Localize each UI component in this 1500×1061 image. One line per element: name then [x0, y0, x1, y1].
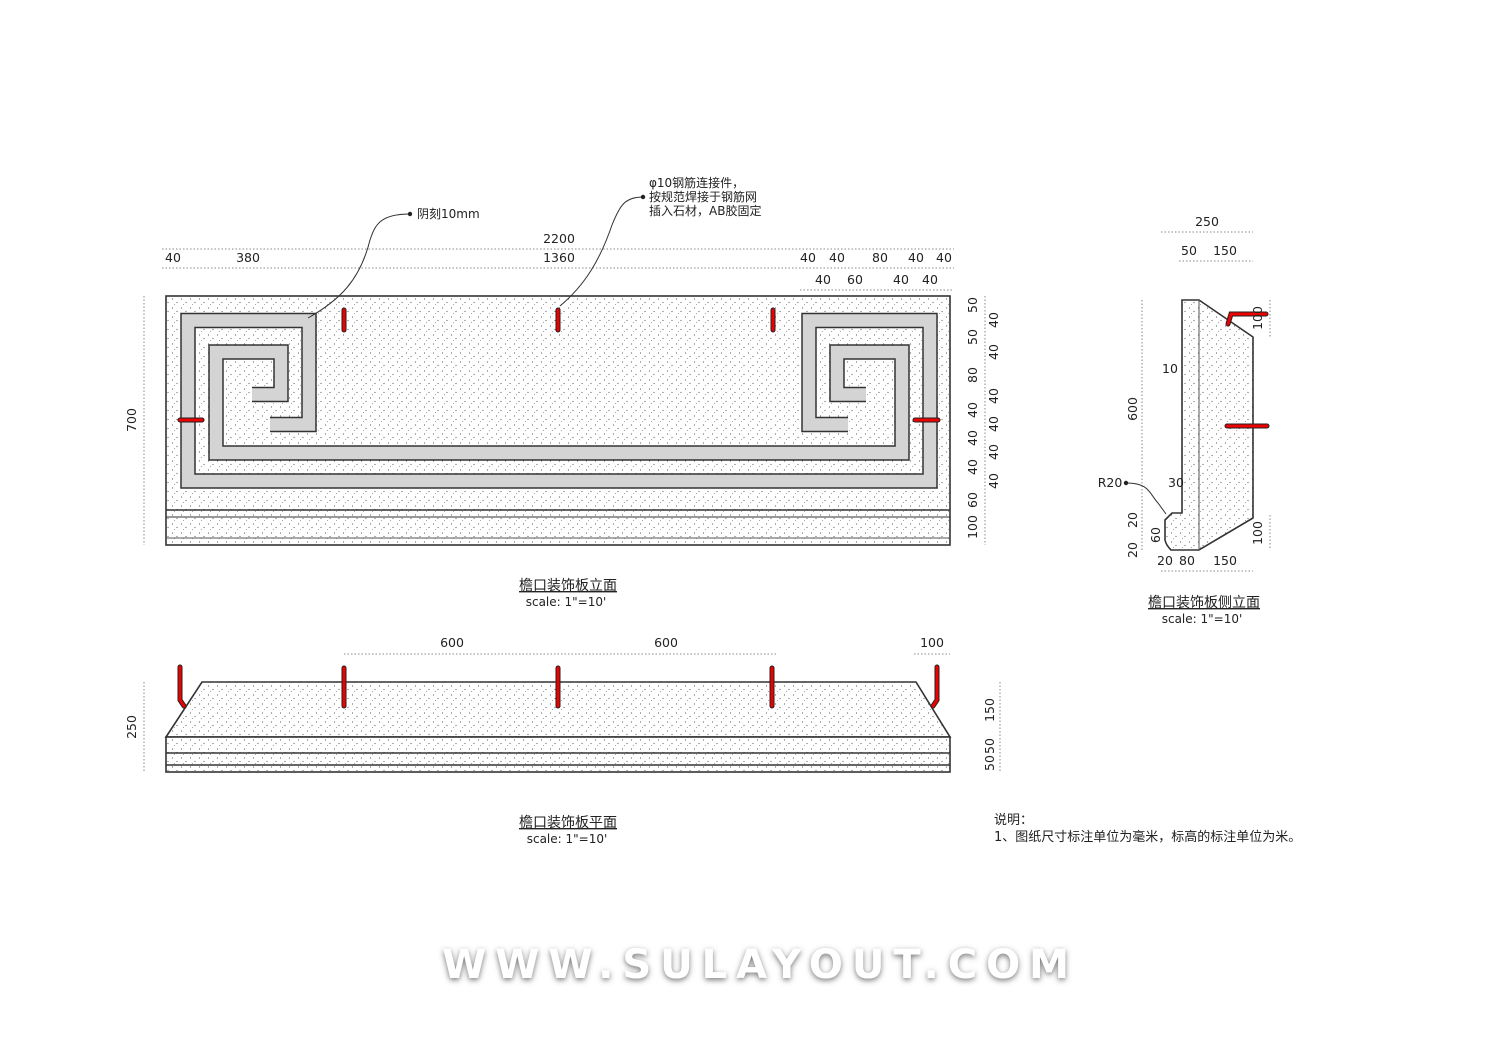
dim: 60 — [1148, 527, 1163, 543]
dim-spacing: 600 — [440, 635, 464, 650]
dim: 40 — [965, 402, 980, 418]
watermark: WWW.SULAYOUT.COM — [442, 942, 1078, 988]
dim-depth: 250 — [124, 715, 139, 739]
dim: 150 — [1213, 243, 1237, 258]
dim-r2: 40 — [922, 272, 938, 287]
dim: 50 — [982, 738, 997, 754]
dim: 100 — [965, 515, 980, 539]
side-scale: scale: 1"=10' — [1162, 612, 1243, 626]
plan-view: 600 600 100 250 150 50 50 檐口装饰板平面 scale:… — [124, 635, 1001, 846]
dim: 10 — [1162, 361, 1178, 376]
note-item: 1、图纸尺寸标注单位为毫米，标高的标注单位为米。 — [994, 829, 1301, 845]
dim: 50 — [982, 755, 997, 771]
dim-end: 100 — [920, 635, 944, 650]
dim: 40 — [965, 430, 980, 446]
dim: 50 — [965, 297, 980, 313]
dim: 50 — [1181, 243, 1197, 258]
dim: 40 — [986, 473, 1001, 489]
dim-side-total: 250 — [1195, 214, 1219, 229]
side-title: 檐口装饰板侧立面 — [1148, 595, 1260, 611]
engrave-callout: 阴刻10mm — [417, 207, 480, 221]
dim: 30 — [1168, 475, 1184, 490]
dim: 40 — [986, 416, 1001, 432]
dim-total-width: 2200 — [543, 231, 575, 246]
side-elevation: 250 50 150 600 10 R20 30 20 60 20 100 10… — [1098, 214, 1271, 626]
dim: 40 — [965, 459, 980, 475]
dim-r1: 40 — [936, 250, 952, 265]
dim: 80 — [965, 367, 980, 383]
dim-r1: 40 — [800, 250, 816, 265]
elevation-scale: scale: 1"=10' — [526, 595, 607, 609]
plan-rebars — [177, 664, 940, 709]
dim: 20 — [1125, 512, 1140, 528]
dim: 20 — [1125, 542, 1140, 558]
radius-label: R20 — [1098, 475, 1123, 490]
dim: 40 — [986, 344, 1001, 360]
rebar-callout-line3: 插入石材，AB胶固定 — [649, 203, 761, 218]
plan-scale: scale: 1"=10' — [527, 832, 608, 846]
dim: 40 — [986, 388, 1001, 404]
dim-r2: 40 — [893, 272, 909, 287]
dim-height: 700 — [124, 408, 139, 432]
dim: 50 — [965, 329, 980, 345]
dim-r2: 40 — [815, 272, 831, 287]
dim-left: 380 — [236, 250, 260, 265]
dim-side-height: 600 — [1125, 397, 1140, 421]
front-elevation: 阴刻10mm φ10钢筋连接件， 按规范焊接于钢筋网 插入石材，AB胶固定 22… — [124, 175, 1001, 609]
plan-title: 檐口装饰板平面 — [519, 815, 617, 831]
rebar-connectors — [177, 307, 941, 423]
dim-r1: 40 — [908, 250, 924, 265]
rebar-callout-line1: φ10钢筋连接件， — [649, 175, 744, 190]
rebar-callout-line2: 按规范焊接于钢筋网 — [649, 189, 757, 204]
dim-r1: 80 — [872, 250, 888, 265]
dim: 40 — [986, 444, 1001, 460]
dim: 60 — [965, 492, 980, 508]
dim-left-margin: 40 — [165, 250, 181, 265]
dim-r1: 40 — [829, 250, 845, 265]
dim: 100 — [1250, 306, 1265, 330]
dim: 80 — [1179, 553, 1195, 568]
dim: 100 — [1250, 521, 1265, 545]
dim: 150 — [1213, 553, 1237, 568]
right-dims-col2: 40 40 40 40 40 40 — [986, 312, 1001, 489]
dim: 40 — [986, 312, 1001, 328]
dim-r2: 60 — [847, 272, 863, 287]
notes-heading: 说明： — [994, 813, 1033, 828]
elevation-title: 檐口装饰板立面 — [519, 578, 617, 594]
meander-pattern — [180, 312, 938, 489]
dim-spacing: 600 — [654, 635, 678, 650]
dim-middle: 1360 — [543, 250, 575, 265]
dim: 150 — [982, 698, 997, 722]
dim: 20 — [1157, 553, 1173, 568]
right-dims-col1: 50 50 80 40 40 40 60 100 — [965, 297, 980, 539]
